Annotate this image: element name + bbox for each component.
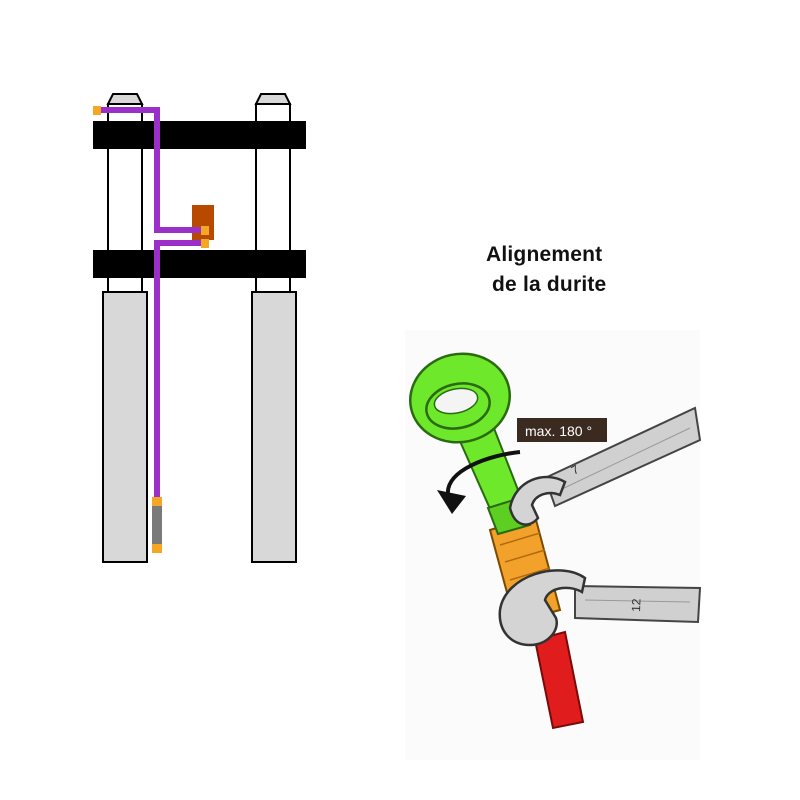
fork-diagram <box>93 93 306 563</box>
lower-wrench-size: 12 <box>629 598 643 612</box>
left-fork-slider <box>102 291 148 563</box>
title-line-1: Alignement <box>486 243 603 266</box>
max-angle-label: max. 180 ° <box>517 418 607 442</box>
top-fitting <box>93 106 101 115</box>
brake-line-lower <box>154 240 203 500</box>
max-angle-text: max. 180 ° <box>525 423 592 439</box>
right-fork-cap <box>254 93 292 105</box>
lower-wrench-head <box>498 569 587 647</box>
red-brake-hose <box>533 630 585 730</box>
right-fork-slider <box>251 291 297 563</box>
wrench-illustration: 7 12 max. 180 ° <box>405 330 702 760</box>
junction-fitting-lower <box>201 239 209 248</box>
lower-wrench-handle <box>574 584 702 624</box>
upper-triple-clamp <box>93 121 306 149</box>
left-fork-cap <box>106 93 144 105</box>
caliper-fitting-top <box>152 497 162 506</box>
caliper-fitting-bottom <box>152 544 162 553</box>
brake-line-upper <box>98 107 203 233</box>
curved-rotation-arrow-icon <box>437 450 521 514</box>
junction-fitting-upper <box>201 226 209 235</box>
upper-wrench-head <box>508 475 567 526</box>
title-line-2: de la durite <box>492 273 607 296</box>
lower-triple-clamp <box>93 250 306 278</box>
caliper-hose-end <box>152 506 162 544</box>
upper-wrench-handle <box>543 406 702 508</box>
